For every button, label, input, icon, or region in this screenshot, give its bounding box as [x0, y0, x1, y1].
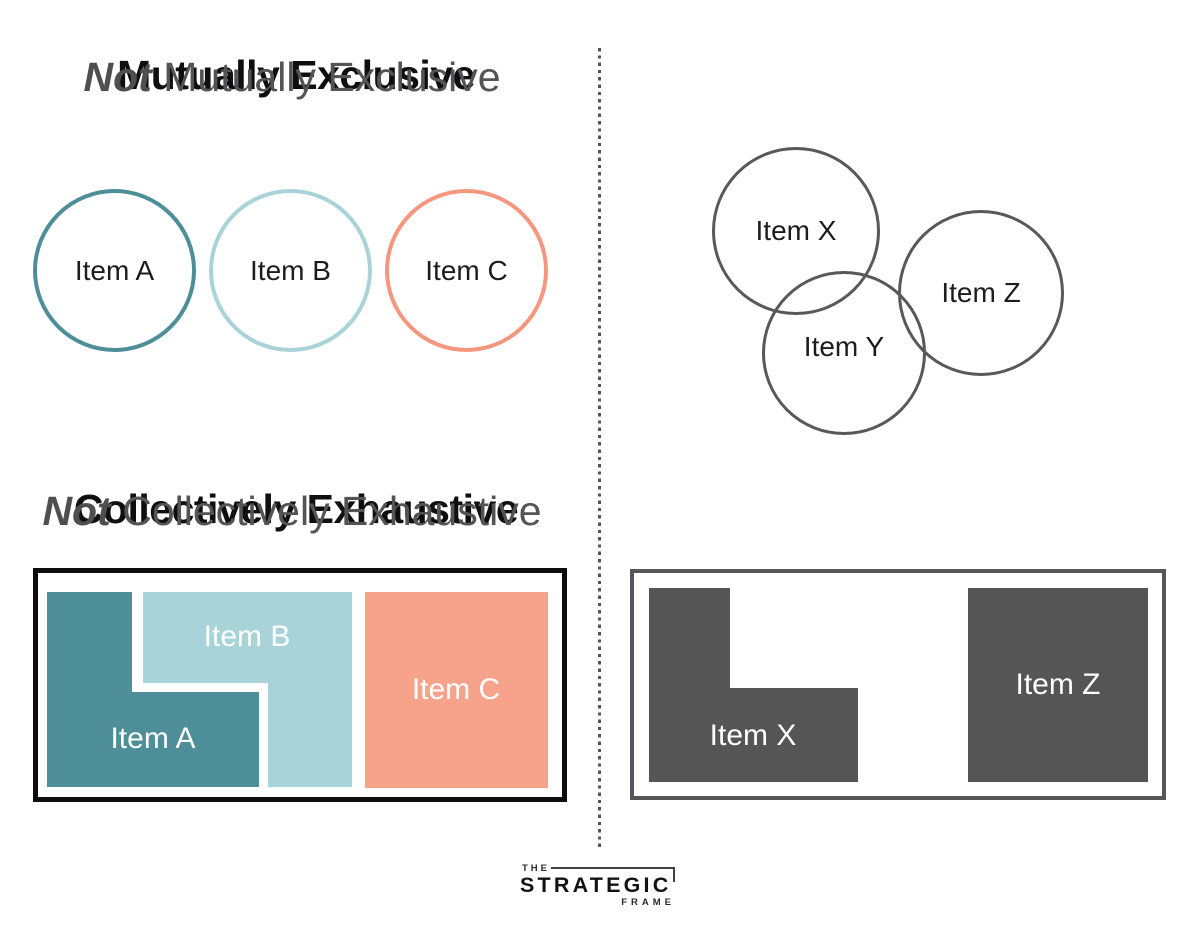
title-not-ce-rest: Collectively Exhaustive	[122, 488, 542, 534]
circle-item-x-label: Item X	[755, 215, 837, 246]
logo-the-text: THE	[522, 863, 550, 874]
block-item-x-label: Item X	[709, 719, 797, 752]
dotted-divider	[598, 48, 601, 849]
circle-item-b-label: Item B	[250, 254, 331, 286]
circle-item-z-label: Item Z	[941, 277, 1021, 308]
block-item-z-label: Item Z	[1015, 668, 1101, 701]
block-item-a-label: Item A	[110, 722, 196, 755]
block-item-c-label: Item C	[411, 673, 501, 706]
title-mutually-exclusive: Mutually Exclusive	[117, 52, 475, 98]
logo-strategic-text: STRATEGIC	[520, 873, 672, 897]
circle-item-a: Item A	[33, 189, 196, 352]
block-item-z	[968, 588, 1148, 782]
title-not-me-rest: Mutually Exclusive	[163, 54, 501, 100]
circle-item-a-label: Item A	[74, 254, 155, 286]
title-not-emphasis: Not	[42, 488, 111, 534]
title-not-emphasis: Not	[83, 54, 152, 100]
block-item-b-bar	[143, 592, 352, 683]
circle-item-y-label: Item Y	[803, 331, 885, 362]
circle-item-z: Item Z	[898, 210, 1064, 376]
logo-frame-text: FRAME	[621, 897, 675, 908]
block-item-b-label: Item B	[203, 620, 291, 653]
block-item-a-foot	[47, 692, 259, 787]
circle-item-b: Item B	[209, 189, 372, 352]
logo-frame-bracket	[551, 867, 675, 882]
block-item-c	[365, 592, 548, 788]
circle-item-c-label: Item C	[425, 254, 508, 286]
block-item-b-tail	[268, 683, 352, 787]
title-collectively-exhaustive: Collectively Exhaustive	[73, 486, 519, 532]
strategic-frame-logo: THE STRATEGIC FRAME	[520, 859, 677, 908]
circle-item-c: Item C	[385, 189, 548, 352]
block-item-x-foot	[649, 688, 858, 782]
